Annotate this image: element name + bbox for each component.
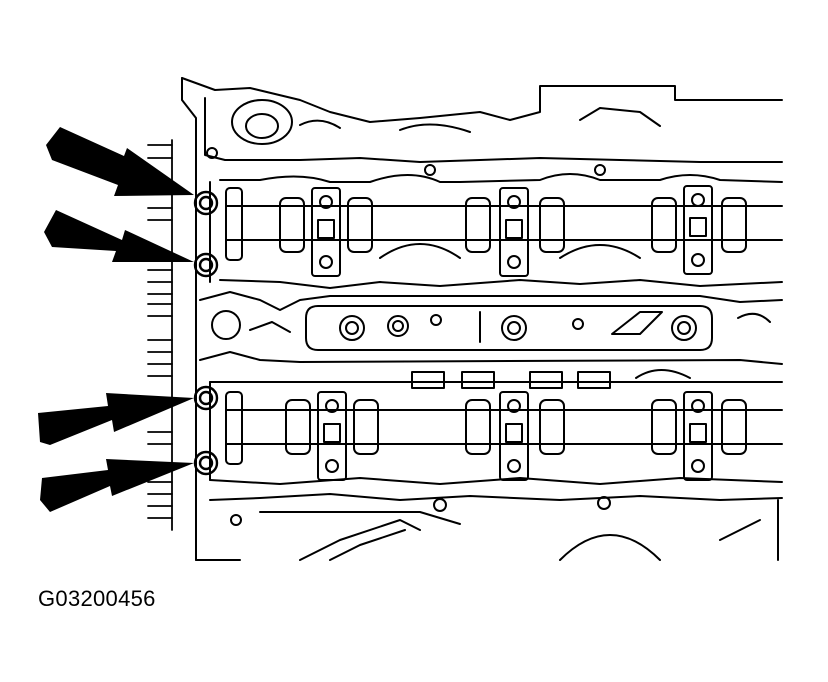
upper-cam-housing <box>209 164 783 289</box>
upper-camshaft <box>225 187 783 261</box>
arrow-icon <box>46 127 194 196</box>
lower-bearing-caps <box>317 391 713 481</box>
arrow-icon <box>44 210 194 262</box>
lower-cam-housing <box>209 369 783 485</box>
upper-bearing-caps <box>311 185 713 277</box>
arrow-icon <box>40 459 194 512</box>
middle-gallery <box>199 291 783 365</box>
pointer-arrows <box>38 127 194 512</box>
bolt-icon <box>193 190 219 216</box>
arrow-icon <box>38 393 194 445</box>
lower-camshaft <box>225 391 783 465</box>
end-bolts <box>193 190 219 476</box>
bolt-icon <box>193 385 219 411</box>
lower-casting <box>195 493 783 561</box>
figure-id-label: G03200456 <box>38 586 156 611</box>
cylinder-head-outline <box>181 77 783 561</box>
bolt-icon <box>193 450 219 476</box>
bolt-icon <box>193 252 219 278</box>
